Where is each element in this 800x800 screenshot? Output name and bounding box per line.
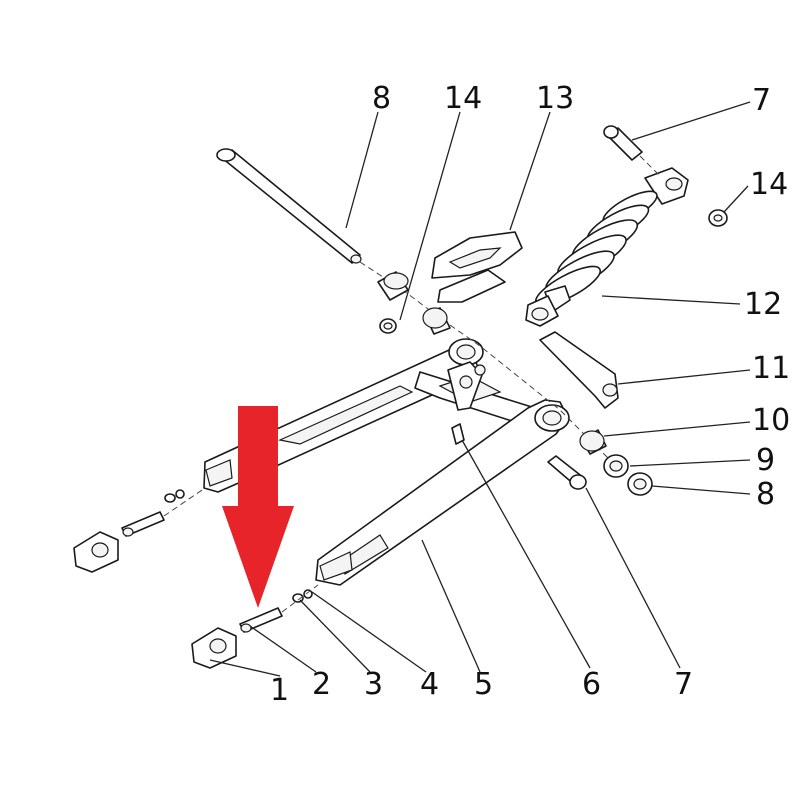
shock-top-nut	[708, 209, 728, 227]
chain-guard	[431, 231, 523, 303]
pivot-bolt-lower	[547, 455, 587, 490]
grease-nipple	[451, 423, 465, 445]
callout-8-right: 8	[756, 477, 775, 512]
shock-link	[539, 331, 619, 409]
chain-adjuster-bottom	[191, 589, 313, 669]
pivot-shaft	[216, 148, 362, 264]
adjuster-bottom-axis	[281, 584, 319, 613]
callout-7-top: 7	[752, 83, 771, 118]
shock-top-bolt	[603, 125, 643, 161]
callout-8-top: 8	[372, 81, 391, 116]
leader-lines	[209, 101, 751, 677]
callout-14-top: 14	[444, 81, 482, 116]
red-down-arrow	[222, 406, 294, 608]
callout-2: 2	[312, 667, 331, 702]
callout-5: 5	[474, 667, 493, 702]
callout-4: 4	[420, 667, 439, 702]
callout-12: 12	[744, 287, 782, 322]
callout-11: 11	[752, 351, 790, 386]
nut-right	[627, 472, 653, 496]
callout-numbers: 8 14 13 7 14 12 11 10 9 8 1 2 3 4 5 6 7	[270, 81, 790, 708]
pivot-axis-line	[359, 261, 621, 471]
callout-3: 3	[364, 667, 383, 702]
rear-shock	[525, 167, 689, 327]
washer-right	[603, 454, 629, 478]
callout-7-bottom: 7	[674, 667, 693, 702]
adjuster-left-axis	[163, 487, 206, 517]
callout-14-right: 14	[750, 167, 788, 202]
callout-10: 10	[752, 403, 790, 438]
pivot-collar	[422, 307, 451, 335]
callout-1: 1	[270, 673, 289, 708]
callout-9: 9	[756, 443, 775, 478]
callout-6: 6	[582, 667, 601, 702]
pivot-nut	[379, 318, 397, 334]
pivot-bushing-right	[579, 429, 607, 455]
callout-13: 13	[536, 81, 574, 116]
chain-adjuster-left	[73, 489, 185, 573]
shock-top-axis	[639, 155, 661, 177]
pivot-bushing	[377, 271, 409, 301]
